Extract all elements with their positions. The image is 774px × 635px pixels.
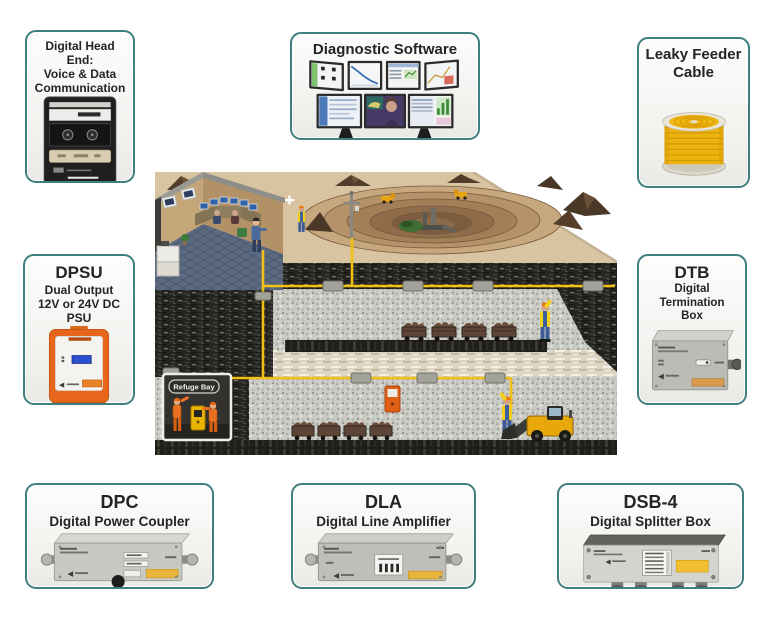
wall-picture [180, 187, 197, 201]
card-dla-title: DLA Digital Line Amplifier [316, 492, 451, 530]
title-line: Digital Termination [659, 283, 725, 309]
dla-device-image [304, 533, 462, 581]
monitor [364, 93, 406, 129]
title-line: Communication [34, 81, 126, 96]
card-diagnostic-software: Diagnostic Software [290, 32, 480, 140]
title-line: Digital Head End: [45, 39, 115, 68]
leaky-device-wrap [643, 81, 744, 181]
tunnel-phone-station [384, 385, 401, 413]
title-line: Leaky Feeder [645, 46, 742, 63]
title-line: Digital Power Coupler [49, 513, 190, 529]
card-dtb: DTB Digital Termination Box [637, 254, 747, 405]
surface-marker-cross [285, 195, 294, 205]
refuge-bay-label: Refuge Bay [173, 383, 215, 392]
miner-orange [202, 401, 219, 435]
dpsu-device-image [48, 325, 110, 403]
plant [181, 234, 189, 242]
head-end-device-wrap [31, 96, 129, 181]
monitor [309, 59, 344, 91]
card-dpc-title: DPC Digital Power Coupler [49, 492, 189, 530]
head-end-rack-image [43, 96, 117, 181]
card-digital-head-end-title: Digital Head End: Voice & Data Communica… [31, 39, 129, 96]
open-pit-mine [301, 185, 563, 255]
title-acronym: DSB-4 [623, 492, 678, 512]
title-acronym: DLA [364, 492, 402, 512]
dla-device-wrap [297, 530, 470, 587]
line-amplifier-boxes [162, 280, 604, 384]
wall-picture [161, 195, 178, 209]
dtb-device-image [651, 329, 741, 391]
card-dpc: DPC Digital Power Coupler [25, 483, 214, 589]
title-line: Box [681, 310, 703, 323]
dpc-device-image [40, 533, 198, 587]
card-dsb4-title: DSB-4 Digital Splitter Box [590, 492, 711, 530]
title-acronym: DTB [674, 263, 710, 282]
diagnostic-device-wrap [296, 59, 474, 138]
monitor [407, 93, 454, 129]
dsb4-connectors [610, 582, 708, 587]
title-line: 12V or 24V DC PSU [37, 297, 121, 326]
loader-vehicle [501, 406, 574, 442]
standing-person [251, 217, 267, 252]
miner-orange [172, 396, 189, 434]
dtb-device-wrap [643, 324, 741, 403]
monitor-stand [338, 128, 353, 138]
title-acronym: DPC [100, 492, 139, 512]
mine-carts-upper [401, 322, 517, 342]
diagnostic-monitors-image [309, 59, 459, 138]
leaky-feeder-spool-image [661, 112, 726, 176]
card-dsb4: DSB-4 Digital Splitter Box [557, 483, 744, 589]
mine-scene-illustration: Refuge Bay [155, 170, 618, 455]
refuge-bay: Refuge Bay [161, 372, 233, 442]
title-line: Digital Line Amplifier [316, 513, 451, 529]
dpsu-device-wrap [29, 325, 129, 403]
miner-blue [499, 392, 513, 439]
card-leaky-feeder-cable: Leaky Feeder Cable [637, 37, 750, 188]
monitor-stand [417, 128, 432, 138]
card-dtb-title: DTB Digital Termination Box [643, 263, 741, 324]
seated-operator [231, 210, 239, 224]
lower-tunnel-rails [155, 440, 617, 455]
monitor [424, 59, 459, 91]
cabinet [156, 245, 180, 263]
title-acronym: DPSU [55, 263, 103, 282]
title-line: Dual Output [44, 283, 114, 298]
monitor [385, 60, 421, 90]
card-digital-head-end: Digital Head End: Voice & Data Communica… [25, 30, 135, 183]
surface-antenna-mast [343, 191, 360, 240]
title-line: Cable [673, 63, 714, 81]
mine-carts-lower [291, 421, 393, 441]
title-line: Voice & Data [43, 67, 117, 82]
miner-blue [539, 299, 552, 342]
title-line: Digital Splitter Box [590, 513, 711, 529]
chair [237, 228, 247, 237]
card-dpsu: DPSU Dual Output 12V or 24V DC PSU [23, 254, 135, 405]
dsb4-device-image [582, 534, 726, 587]
card-diagnostic-title: Diagnostic Software [312, 41, 458, 58]
monitor [316, 93, 363, 129]
dsb4-device-wrap [563, 530, 738, 587]
card-dpsu-title: DPSU Dual Output 12V or 24V DC PSU [29, 263, 129, 326]
control-room [155, 172, 285, 290]
card-dla: DLA Digital Line Amplifier [291, 483, 476, 589]
upper-tunnel-rails [285, 340, 547, 352]
miner-blue-pit [298, 205, 305, 232]
seated-operator [213, 210, 221, 224]
monitor [347, 60, 383, 90]
dpc-device-wrap [31, 530, 208, 587]
pit-equipment [305, 176, 583, 233]
card-leaky-title: Leaky Feeder Cable [646, 46, 742, 81]
